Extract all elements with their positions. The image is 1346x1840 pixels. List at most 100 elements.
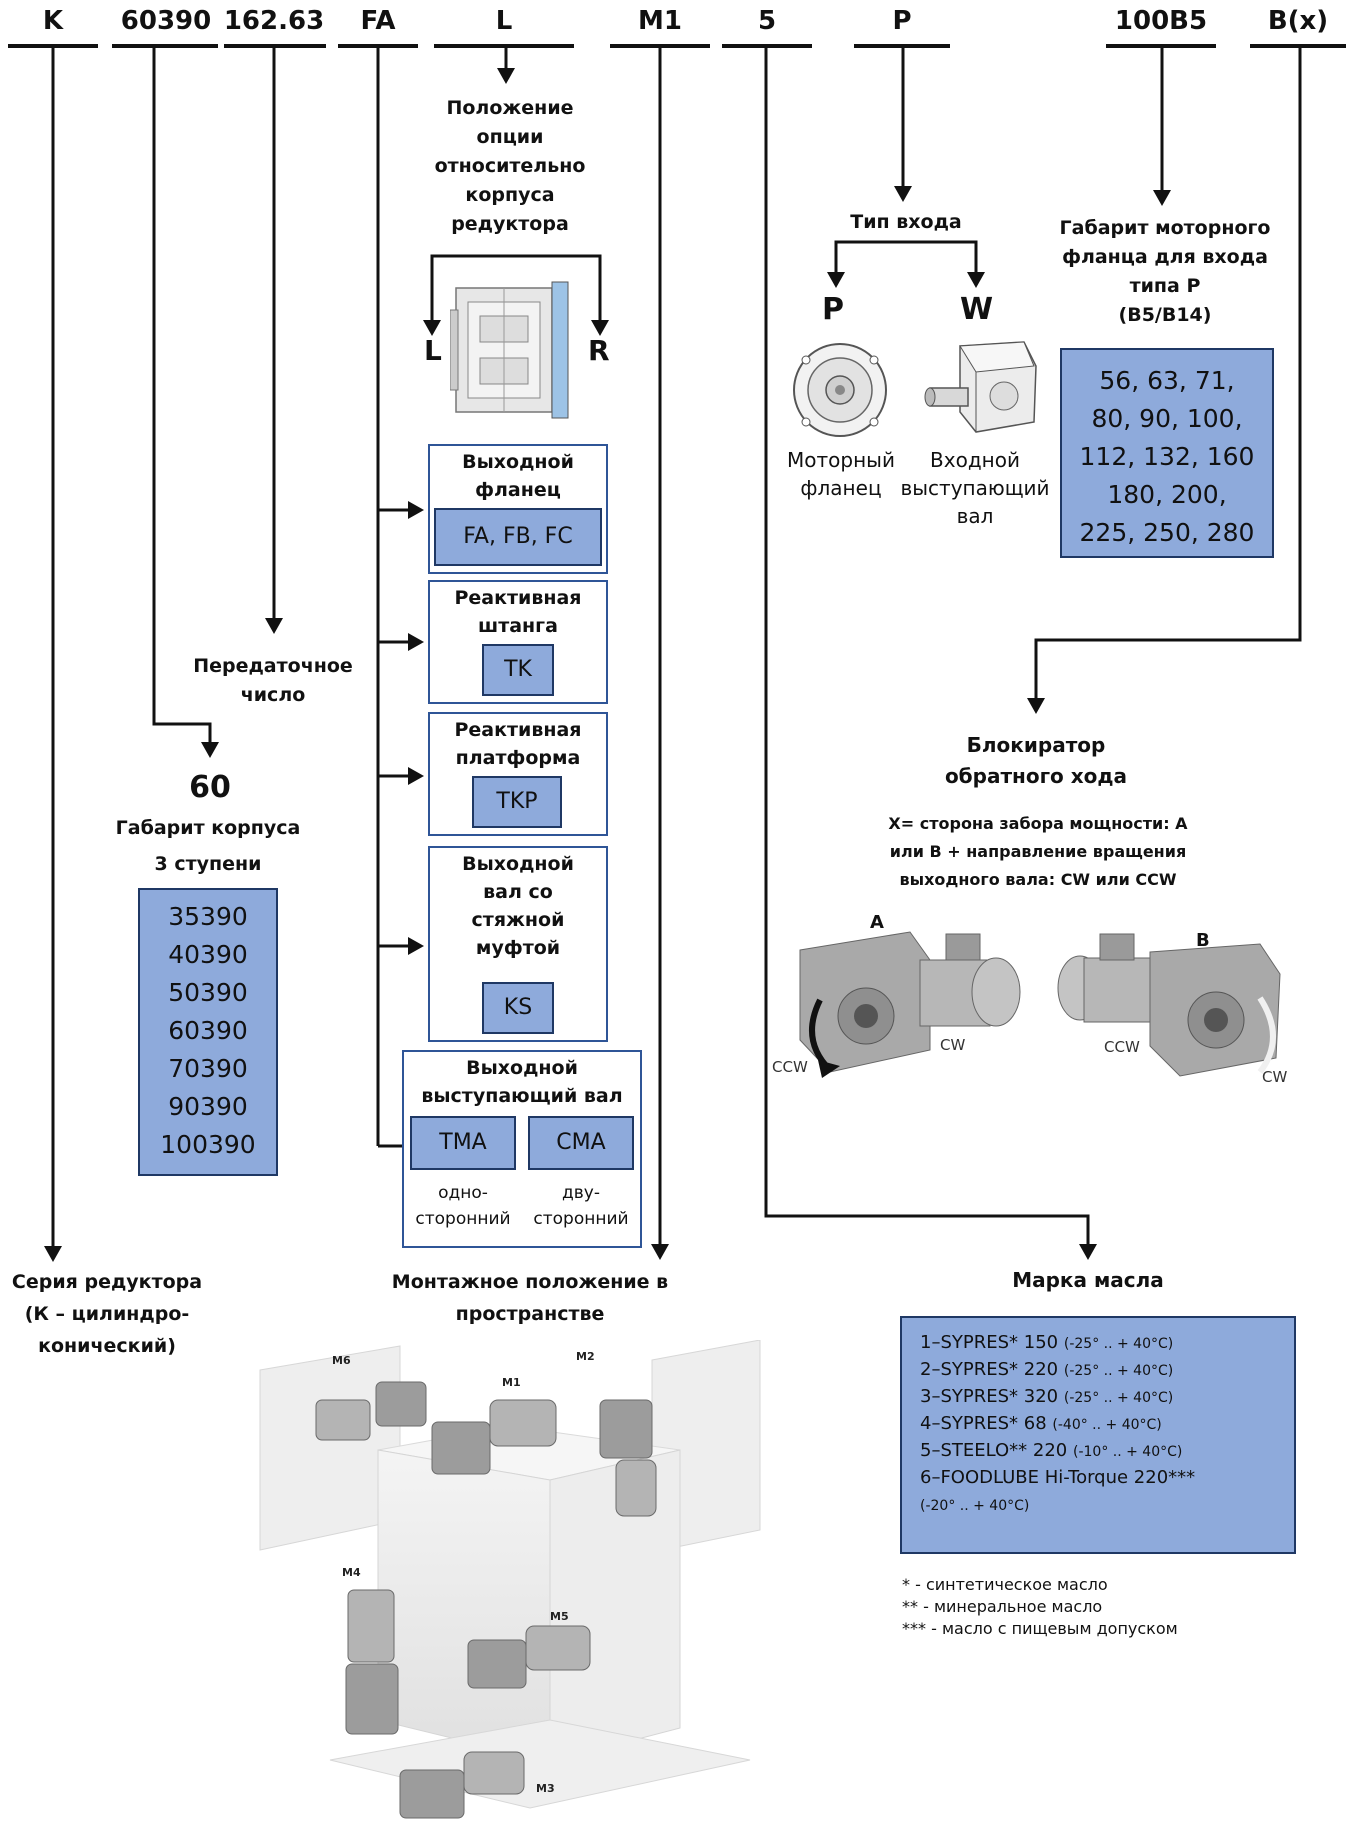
oil-item-6: 6–FOODLUBE Hi-Torque 220*** bbox=[920, 1467, 1196, 1488]
oil-notes: * - синтетическое масло ** - минеральное… bbox=[902, 1575, 1178, 1638]
option-torque-arm: Реактивная штанга TK bbox=[428, 580, 608, 704]
underline-oil bbox=[722, 44, 812, 48]
oil-item-5: 5–STEELO** 220 (-10° .. + 40°C) bbox=[920, 1440, 1183, 1461]
underline-output bbox=[338, 44, 418, 48]
connector-backstop bbox=[1034, 46, 1302, 698]
series-label: Серия редуктора (К – цилиндро- конически… bbox=[11, 1271, 203, 1357]
code-output: FA bbox=[360, 6, 396, 36]
oil-values: 1–SYPRES* 150 (-25° .. + 40°C) 2–SYPRES*… bbox=[900, 1316, 1296, 1554]
underline-backstop bbox=[1250, 44, 1346, 48]
arrow-backstop bbox=[1027, 698, 1045, 714]
mount-m2-label: M2 bbox=[576, 1350, 595, 1363]
input-shaft-image bbox=[924, 341, 1037, 433]
ratio-label: Передаточное число bbox=[193, 655, 353, 706]
code-backstop: B(x) bbox=[1267, 6, 1329, 36]
code-side: L bbox=[495, 6, 513, 36]
code-box-fa-fb-fc: FA, FB, FC bbox=[434, 508, 602, 566]
code-box-tk: TK bbox=[482, 644, 554, 696]
mount-m3-label: M3 bbox=[536, 1782, 555, 1795]
option-output-flange: Выходной фланец FA, FB, FC bbox=[428, 444, 608, 574]
arrow-input-w bbox=[967, 272, 985, 288]
arrow-output-flange bbox=[408, 501, 424, 519]
arrow-side bbox=[497, 68, 515, 84]
arrow-mounting bbox=[651, 1244, 669, 1260]
backstop-b-ccw: CCW bbox=[1104, 1038, 1140, 1056]
underline-ratio bbox=[224, 44, 326, 48]
code-input: P bbox=[892, 6, 912, 36]
code-series: K bbox=[42, 6, 64, 36]
backstop-description: X= сторона забора мощности: A или B + на… bbox=[888, 814, 1188, 889]
code-oil: 5 bbox=[757, 6, 777, 36]
tma-caption: одно- сторонний bbox=[415, 1183, 511, 1229]
input-shaft-caption: Входной выступающий вал bbox=[900, 448, 1050, 528]
oil-title: Марка масла bbox=[1012, 1268, 1164, 1292]
mount-m5-label: M5 bbox=[550, 1610, 569, 1623]
housing-number: 60 bbox=[189, 770, 231, 805]
underline-size bbox=[112, 44, 218, 48]
oil-item-1: 1–SYPRES* 150 (-25° .. + 40°C) bbox=[920, 1332, 1174, 1353]
arrow-side-right bbox=[591, 320, 609, 336]
flange-size-values: 56, 63, 71, 80, 90, 100, 112, 132, 160 1… bbox=[1060, 348, 1274, 558]
code-box-tma: TMA bbox=[410, 1116, 516, 1170]
side-left-label: L bbox=[424, 334, 442, 367]
connector-oil bbox=[764, 46, 1090, 1244]
option-torque-platform: Реактивная платформа TKP bbox=[428, 712, 608, 836]
mount-m1-label: M1 bbox=[502, 1376, 521, 1389]
oil-item-2: 2–SYPRES* 220 (-25° .. + 40°C) bbox=[920, 1359, 1174, 1380]
mounting-positions-image: M6 M2 M1 M4 M5 M3 bbox=[259, 1340, 761, 1819]
arrow-series bbox=[44, 1246, 62, 1262]
input-p-label: P bbox=[822, 292, 844, 327]
arrow-flange bbox=[1153, 190, 1171, 206]
motor-flange-image bbox=[793, 343, 887, 437]
oil-item-3: 3–SYPRES* 320 (-25° .. + 40°C) bbox=[920, 1386, 1174, 1407]
backstop-title: Блокиратор обратного хода bbox=[944, 733, 1128, 788]
connector-input-bracket bbox=[834, 240, 978, 272]
cma-caption: дву- сторонний bbox=[533, 1183, 629, 1229]
arrow-output-platform bbox=[408, 767, 424, 785]
mount-m6-label: M6 bbox=[332, 1354, 351, 1367]
input-type-title: Тип входа bbox=[850, 211, 962, 233]
arrow-output-shrink-disc bbox=[408, 937, 424, 955]
motor-flange-caption: Моторный фланец bbox=[787, 448, 895, 500]
housing-title: Габарит корпуса 3 ступени bbox=[115, 817, 301, 875]
backstop-side-b: B bbox=[1196, 930, 1210, 951]
housing-values: 35390 40390 50390 60390 70390 90390 1003… bbox=[138, 888, 278, 1176]
oil-item-4: 4–SYPRES* 68 (-40° .. + 40°C) bbox=[920, 1413, 1162, 1434]
side-right-label: R bbox=[588, 334, 610, 367]
backstop-b-cw: CW bbox=[1262, 1068, 1288, 1086]
mounting-label: Монтажное положение в пространстве bbox=[391, 1271, 669, 1325]
arrow-size bbox=[201, 742, 219, 758]
code-box-tkp: TKP bbox=[472, 776, 562, 828]
code-size: 60390 bbox=[120, 6, 212, 36]
backstop-gearmotor-a-image bbox=[799, 931, 1021, 1078]
arrow-input-p bbox=[827, 272, 845, 288]
arrow-input bbox=[894, 186, 912, 202]
connector-side-bracket bbox=[430, 254, 602, 326]
arrow-output-torque-arm bbox=[408, 633, 424, 651]
option-shrink-disc: Выходной вал со стяжной муфтой KS bbox=[428, 846, 608, 1042]
code-box-cma: CMA bbox=[528, 1116, 634, 1170]
connector-size bbox=[152, 46, 212, 742]
arrow-oil bbox=[1079, 1244, 1097, 1260]
option-solid-shaft: Выходной выступающий вал TMA CMA одно- с… bbox=[402, 1050, 642, 1248]
oil-item-6-temp: (-20° .. + 40°C) bbox=[920, 1498, 1030, 1514]
input-w-label: W bbox=[960, 292, 994, 327]
backstop-a-ccw: CCW bbox=[772, 1058, 808, 1076]
underline-mounting bbox=[610, 44, 710, 48]
arrow-ratio bbox=[265, 618, 283, 634]
underline-input bbox=[854, 44, 950, 48]
code-flange: 100B5 bbox=[1114, 6, 1208, 36]
side-option-title: Положение опции относительно корпуса ред… bbox=[434, 97, 586, 235]
mount-m4-label: M4 bbox=[342, 1566, 361, 1579]
flange-size-title: Габарит моторного фланца для входа типа … bbox=[1059, 217, 1271, 326]
backstop-a-cw: CW bbox=[940, 1036, 966, 1054]
code-ratio: 162.63 bbox=[223, 6, 325, 36]
backstop-gearmotor-b-image bbox=[1057, 933, 1281, 1077]
underline-side bbox=[434, 44, 574, 48]
gearbox-top-view-image bbox=[450, 281, 569, 419]
underline-series bbox=[8, 44, 98, 48]
arrow-side-left bbox=[423, 320, 441, 336]
code-mounting: M1 bbox=[638, 6, 682, 36]
underline-flange bbox=[1106, 44, 1216, 48]
